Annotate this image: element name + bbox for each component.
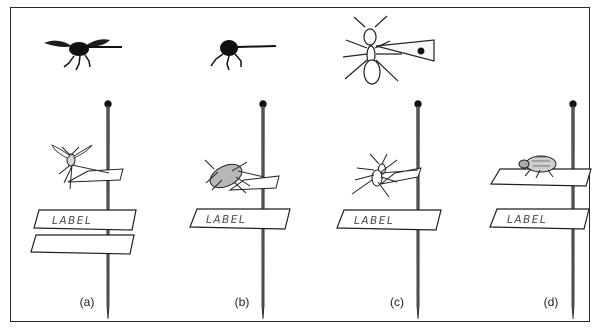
mount-b [205,160,279,193]
mount-c [352,154,421,197]
caption-b: (b) [226,295,258,309]
label-card-c: LABEL [337,210,441,230]
top-silhouette-a [44,39,122,70]
mount-a [52,145,123,189]
label-card-a2 [31,235,134,254]
label-text-a1: LABEL [52,215,92,227]
caption-c: (c) [381,295,413,309]
top-silhouette-b [211,40,276,70]
label-card-b: LABEL [190,209,290,229]
top-silhouette-c [343,16,434,84]
mount-d [491,156,591,186]
label-text-c: LABEL [354,215,394,227]
label-card-a1: LABEL [34,210,136,230]
caption-d: (d) [535,295,567,309]
caption-a: (a) [71,295,103,309]
label-text-d: LABEL [507,214,547,226]
label-text-b: LABEL [206,214,246,226]
label-card-d: LABEL [490,209,589,229]
